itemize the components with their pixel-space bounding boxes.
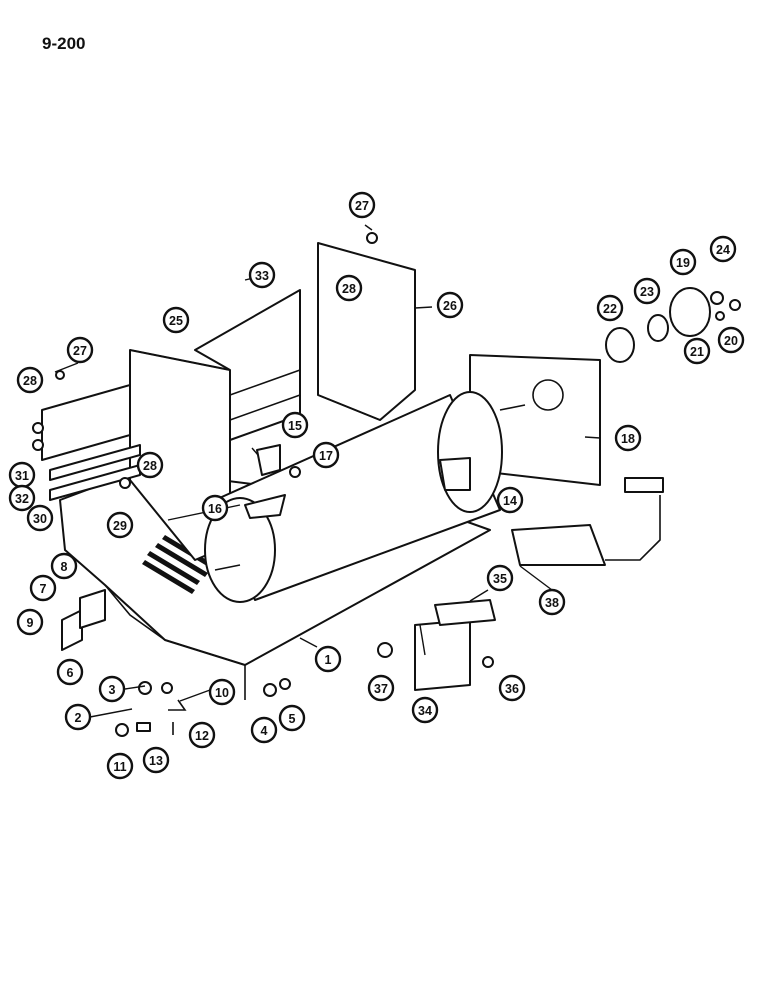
callout-36: 36 [498, 674, 526, 702]
page-number: 9-200 [42, 34, 86, 53]
callout-27-top-label: 27 [355, 199, 369, 213]
callout-7: 7 [29, 574, 57, 602]
left-bracket [41, 384, 141, 501]
callout-22: 22 [596, 294, 624, 322]
callout-15-label: 15 [288, 419, 302, 433]
upper-panel [194, 289, 301, 441]
callout-16-label: 16 [208, 502, 222, 516]
callout-37-label: 37 [374, 682, 388, 696]
callout-9-label: 9 [27, 616, 34, 630]
callout-28-left-label: 28 [23, 374, 37, 388]
callout-28-top-label: 28 [342, 282, 356, 296]
callout-30: 30 [26, 504, 54, 532]
small-parts [32, 232, 741, 737]
callout-5: 5 [278, 704, 306, 732]
callout-24: 24 [709, 235, 737, 263]
callout-28-top: 28 [335, 274, 363, 302]
callout-31-label: 31 [15, 469, 29, 483]
callout-30-label: 30 [33, 512, 47, 526]
callout-35-label: 35 [493, 572, 507, 586]
callout-34: 34 [411, 696, 439, 724]
callout-29-label: 29 [113, 519, 127, 533]
callout-28-mid: 28 [136, 451, 164, 479]
callout-14: 14 [496, 486, 524, 514]
callout-8: 8 [50, 552, 78, 580]
callout-32: 32 [8, 484, 36, 512]
callout-11-label: 11 [113, 760, 126, 774]
callout-35: 35 [486, 564, 514, 592]
callout-21: 21 [683, 337, 711, 365]
callout-2-label: 2 [75, 711, 82, 725]
callout-13-label: 13 [149, 754, 163, 768]
callout-29: 29 [106, 511, 134, 539]
callout-12: 12 [188, 721, 216, 749]
callout-3-label: 3 [109, 683, 116, 697]
callout-3: 3 [98, 675, 126, 703]
callout-4: 4 [250, 716, 278, 744]
callout-32-label: 32 [15, 492, 29, 506]
callout-33-label: 33 [255, 269, 269, 283]
callout-4-label: 4 [261, 724, 268, 738]
callout-10: 10 [208, 678, 236, 706]
callout-33: 33 [248, 261, 276, 289]
callout-23-label: 23 [640, 285, 654, 299]
rear-panel [317, 242, 416, 421]
callout-19: 19 [669, 248, 697, 276]
callout-38: 38 [538, 588, 566, 616]
callout-28-left: 28 [16, 366, 44, 394]
callout-36-label: 36 [505, 682, 519, 696]
callout-1-label: 1 [325, 653, 332, 667]
callout-14-label: 14 [503, 494, 517, 508]
callout-8-label: 8 [61, 560, 68, 574]
callout-17-label: 17 [319, 449, 333, 463]
callout-24-label: 24 [716, 243, 730, 257]
callout-6-label: 6 [67, 666, 74, 680]
callout-27-left-label: 27 [73, 344, 87, 358]
callout-19-label: 19 [676, 256, 690, 270]
callout-16: 16 [201, 494, 229, 522]
callouts: 1 2 3 4 5 6 7 8 9 10 11 12 13 14 15 16 1… [8, 191, 745, 780]
callout-22-label: 22 [603, 302, 617, 316]
callout-38-label: 38 [545, 596, 559, 610]
callout-37: 37 [367, 674, 395, 702]
callout-25-label: 25 [169, 314, 183, 328]
callout-31: 31 [8, 461, 36, 489]
callout-13: 13 [142, 746, 170, 774]
callout-25: 25 [162, 306, 190, 334]
callout-9: 9 [16, 608, 44, 636]
callout-12-label: 12 [195, 729, 209, 743]
callout-7-label: 7 [40, 582, 47, 596]
callout-1: 1 [314, 645, 342, 673]
callout-21-label: 21 [690, 345, 704, 359]
callout-6: 6 [56, 658, 84, 686]
callout-18: 18 [614, 424, 642, 452]
callout-26: 26 [436, 291, 464, 319]
callout-34-label: 34 [418, 704, 432, 718]
callout-23: 23 [633, 277, 661, 305]
drum [204, 391, 526, 603]
callout-17: 17 [312, 441, 340, 469]
callout-10-label: 10 [215, 686, 229, 700]
callout-15: 15 [281, 411, 309, 439]
callout-11: 11 [106, 752, 134, 780]
callout-2: 2 [64, 703, 92, 731]
callout-20-label: 20 [724, 334, 738, 348]
callout-20: 20 [717, 326, 745, 354]
callout-28-mid-label: 28 [143, 459, 157, 473]
callout-27-top: 27 [348, 191, 376, 219]
callout-27-left: 27 [66, 336, 94, 364]
callout-26-label: 26 [443, 299, 457, 313]
callout-18-label: 18 [621, 432, 635, 446]
callout-5-label: 5 [289, 712, 296, 726]
